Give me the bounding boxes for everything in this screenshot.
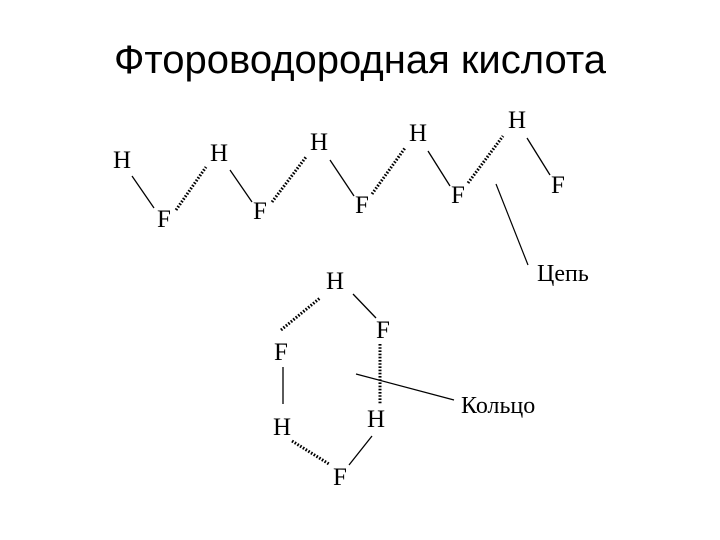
chain-hbond-3	[370, 147, 407, 195]
chain-bond-1	[131, 175, 155, 209]
chain-bond-3	[329, 159, 355, 197]
ring-atom-left-f: F	[274, 339, 288, 366]
chain-atom-10: F	[551, 172, 565, 199]
ring-atom-top-h: H	[326, 268, 344, 295]
chain-atom-9: H	[508, 107, 526, 134]
chain-atom-8: F	[451, 182, 465, 209]
chain-hbond-2	[270, 156, 308, 203]
ring-bond-top-right	[352, 293, 377, 319]
chain-atom-4: F	[253, 198, 267, 225]
chain-atom-5: H	[310, 129, 328, 156]
chain-hbond-4	[466, 135, 505, 184]
ring-group: H F F H H F Кольцо	[273, 268, 535, 491]
ring-atom-left-h: H	[273, 414, 291, 441]
ring-hbond-bottom-left	[291, 439, 330, 466]
ring-atom-bottom-f: F	[333, 464, 347, 491]
page-title: Фтороводородная кислота	[114, 38, 606, 82]
chain-bond-2	[229, 169, 253, 203]
chain-atom-6: F	[355, 192, 369, 219]
chain-hbond-1	[174, 166, 208, 211]
ring-label: Кольцо	[461, 393, 535, 419]
ring-bond-bottom-right	[348, 435, 373, 466]
chain-atom-2: F	[157, 206, 171, 233]
chain-atom-1: H	[113, 147, 131, 174]
ring-pointer	[355, 373, 455, 401]
chain-pointer	[495, 183, 529, 266]
chain-bond-5	[526, 137, 551, 176]
chain-group: H F H F H F H F H F Цепь	[113, 107, 589, 287]
chain-atom-7: H	[409, 120, 427, 147]
chain-atom-3: H	[210, 140, 228, 167]
chain-bond-4	[427, 150, 451, 187]
ring-hbond-top-left	[280, 296, 321, 332]
chain-label: Цепь	[537, 261, 589, 287]
ring-atom-right-h: H	[367, 406, 385, 433]
ring-atom-right-f: F	[376, 317, 390, 344]
